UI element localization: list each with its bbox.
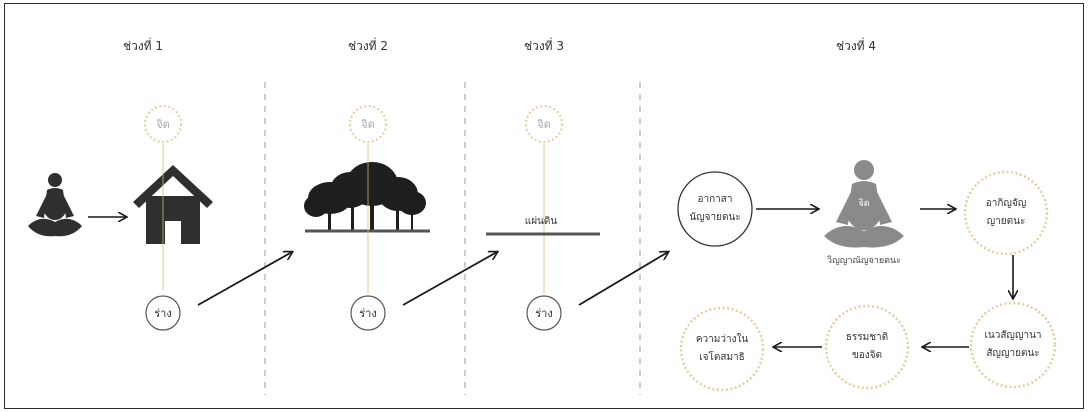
stage-1-mind-node: จิต [144,105,182,143]
akinc-line-1: อากิญจัญ [986,198,1027,209]
stage-2-mind-label: จิต [361,118,375,131]
neva-line-1: เนวสัญญานา [984,330,1041,341]
neva-node: เนวสัญญานา สัญญายตนะ [969,301,1057,389]
akinc-line-2: ญายตนะ [987,216,1026,227]
neva-line-2: สัญญายตนะ [986,348,1039,359]
stage-2-title: ช่วงที่ 2 [348,37,388,53]
dhamma-node: ธรรมชาติ ของจิต [824,304,910,390]
akasa-line-1: อากาสา [697,194,732,205]
stage-1-body-label: ร่าง [154,307,171,320]
dhamma-line-2: ของจิต [852,350,882,361]
stage-3-title: ช่วงที่ 3 [524,37,564,53]
empty-node: ความว่างใน เจโตสมาธิ [679,306,765,392]
stage-1-mind-label: จิต [156,118,170,131]
stage-3-ground-label: แผ่นดิน [525,216,558,227]
vinnana-caption: วิญญาณัญจายตนะ [827,255,901,266]
arrow-stage-3-to-4 [578,252,668,306]
stage-3-body-label: ร่าง [535,307,552,320]
arrow-stage-2-to-3 [402,252,497,306]
meditating-person-icon [28,173,82,237]
vinnana-chest-label: จิต [858,198,869,209]
akasa-line-2: นัญจายตนะ [689,212,740,223]
vinnana-node: จิต วิญญาณัญจายตนะ [824,160,904,266]
stage-4-title: ช่วงที่ 4 [836,37,876,53]
dhamma-line-1: ธรรมชาติ [846,332,888,343]
stage-3-body-node: ร่าง [526,295,562,331]
stage-2-mind-node: จิต [349,105,387,143]
empty-line-1: ความว่างใน [696,333,749,345]
stage-2-body-label: ร่าง [359,307,376,320]
stage-1-meditator [28,173,82,237]
stage-1-title: ช่วงที่ 1 [123,37,163,53]
empty-line-2: เจโตสมาธิ [699,350,745,363]
meditating-person-icon [824,160,904,248]
arrow-stage-1-to-2 [197,252,292,306]
stage-3-mind-label: จิต [537,118,551,131]
stage-1-body-node: ร่าง [145,295,181,331]
akinc-node: อากิญจัญ ญายตนะ [963,170,1049,256]
trees-icon [304,162,426,230]
house-icon [133,165,213,244]
akasa-node: อากาสา นัญจายตนะ [677,171,753,247]
stage-2-body-node: ร่าง [350,295,386,331]
stage-3-mind-node: จิต [525,105,563,143]
